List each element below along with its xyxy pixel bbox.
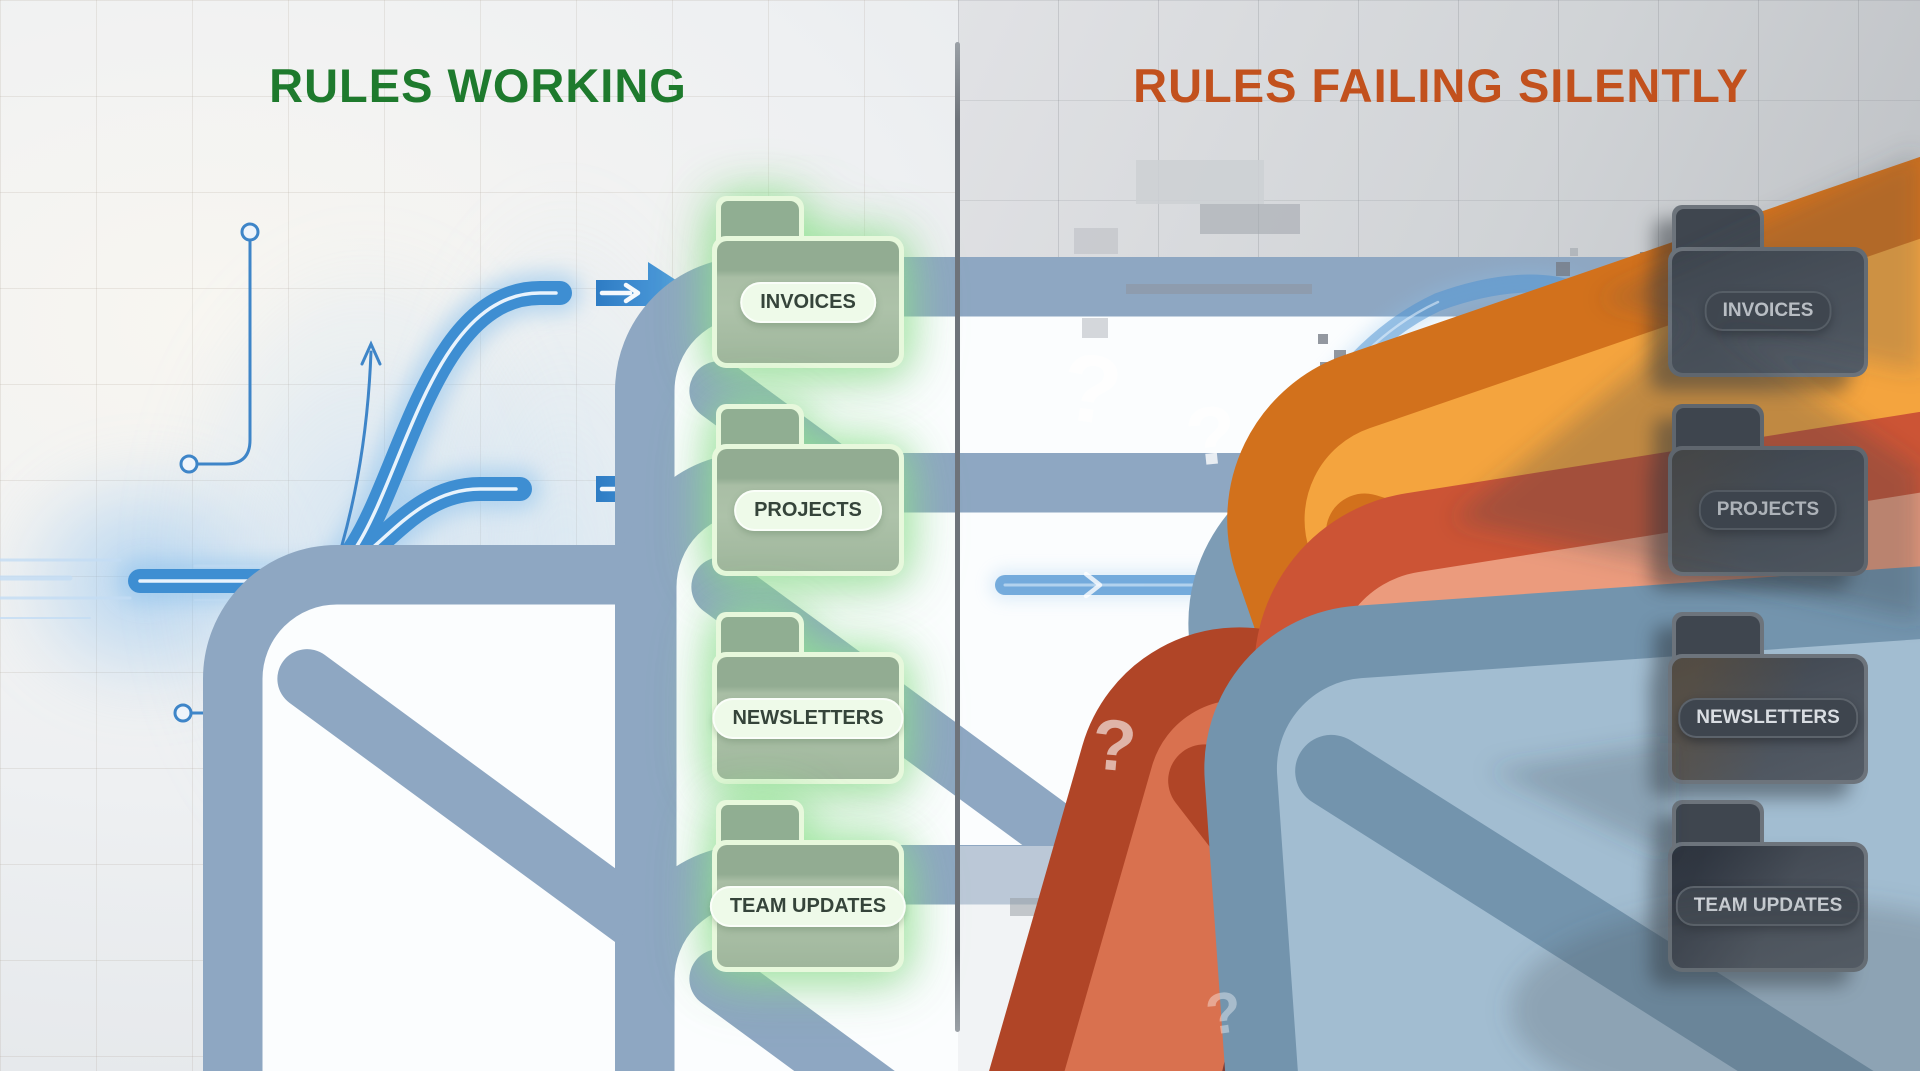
panel-divider <box>955 42 960 1032</box>
failing-title: RULES FAILING SILENTLY <box>1133 59 1749 112</box>
folder-label: NEWSLETTERS <box>712 698 904 739</box>
question-mark: ? <box>1181 388 1241 485</box>
folder-label: INVOICES <box>740 282 876 323</box>
folder-team-updates-working: TEAM UPDATES <box>709 800 907 972</box>
working-title: RULES WORKING <box>269 59 687 112</box>
folder-label: TEAM UPDATES <box>1675 886 1861 926</box>
question-mark: ? <box>1088 704 1140 788</box>
folder-team-updates-failing: TEAM UPDATES <box>1668 800 1868 972</box>
folder-label: PROJECTS <box>1698 490 1838 530</box>
folder-label: NEWSLETTERS <box>1678 698 1858 738</box>
folder-invoices-working: INVOICES <box>712 196 904 368</box>
folder-projects-failing: PROJECTS <box>1668 404 1868 576</box>
folder-newsletters-failing: NEWSLETTERS <box>1668 612 1868 784</box>
folder-label: TEAM UPDATES <box>709 886 907 927</box>
folder-projects-working: PROJECTS <box>712 404 904 576</box>
folder-label: INVOICES <box>1704 291 1832 331</box>
folder-invoices-failing: INVOICES <box>1668 205 1868 377</box>
folder-newsletters-working: NEWSLETTERS <box>712 612 904 784</box>
folder-label: PROJECTS <box>734 490 882 531</box>
